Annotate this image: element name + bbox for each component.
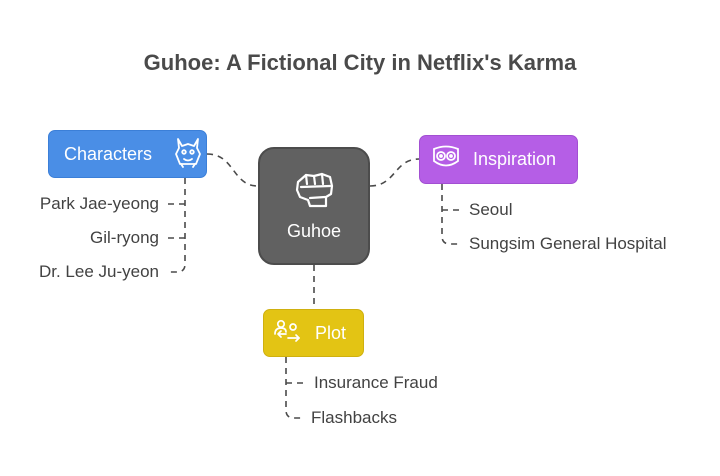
fist-icon bbox=[292, 170, 336, 215]
inspiration-node[interactable]: Inspiration bbox=[419, 135, 578, 184]
inspiration-item-2: Sungsim General Hospital bbox=[469, 234, 667, 253]
owl-eyes-icon bbox=[431, 143, 461, 176]
connector-plot-trunk bbox=[285, 357, 303, 419]
dragon-mask-icon bbox=[173, 136, 203, 173]
plot-label: Plot bbox=[315, 322, 347, 343]
connector-inspiration bbox=[369, 158, 420, 187]
connector-inspiration-trunk bbox=[441, 184, 460, 245]
characters-item-3: Dr. Lee Ju-yeon bbox=[38, 262, 159, 281]
inspiration-item-1: Seoul bbox=[469, 200, 513, 219]
characters-node[interactable]: Characters bbox=[48, 130, 207, 178]
connector-characters-trunk bbox=[167, 178, 186, 273]
connector-characters bbox=[206, 153, 259, 187]
center-label: Guhoe bbox=[286, 221, 342, 241]
characters-label: Characters bbox=[64, 143, 153, 164]
inspiration-label: Inspiration bbox=[473, 149, 557, 169]
people-exchange-icon bbox=[273, 318, 301, 349]
plot-item-1: Insurance Fraud bbox=[314, 373, 438, 392]
center-node[interactable]: Guhoe bbox=[258, 147, 370, 265]
characters-item-1: Park Jae-yeong bbox=[39, 194, 159, 213]
plot-item-2: Flashbacks bbox=[311, 408, 397, 427]
plot-node[interactable]: Plot bbox=[263, 309, 364, 357]
diagram-title: Guhoe: A Fictional City in Netflix's Kar… bbox=[143, 50, 577, 75]
characters-item-2: Gil-ryong bbox=[90, 228, 159, 247]
